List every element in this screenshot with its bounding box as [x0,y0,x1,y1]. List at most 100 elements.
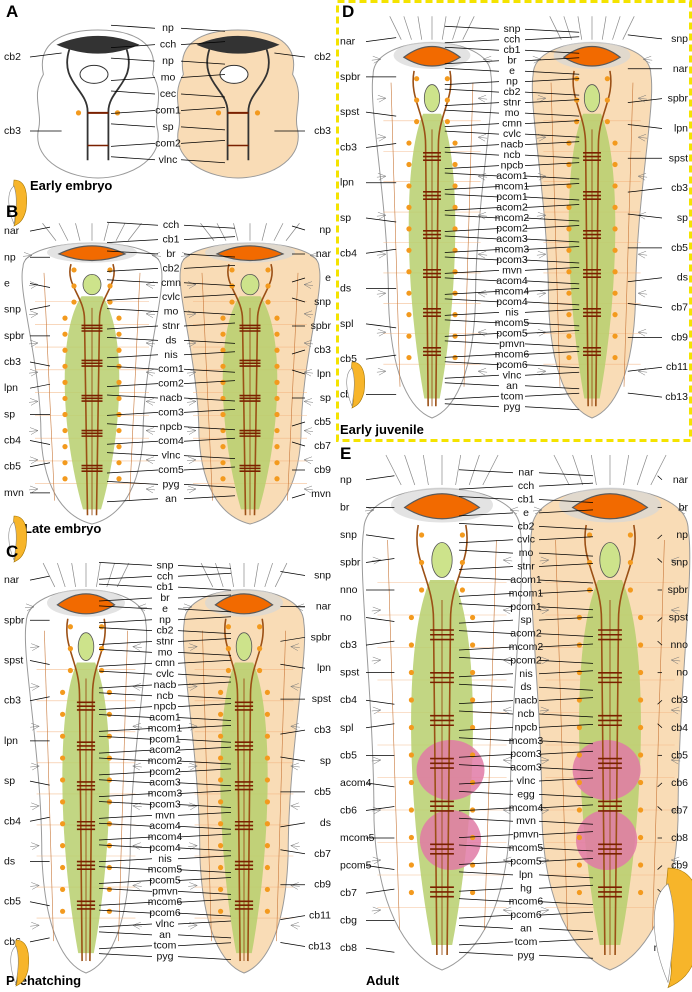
label: cb6 [671,777,688,789]
cell-cluster [452,226,458,232]
leader [444,109,500,114]
chaetae [188,643,198,651]
leader [444,256,500,261]
chaetae [290,723,300,731]
label: e [4,277,10,289]
chaetae [509,506,520,515]
leader [177,833,232,838]
label: cb7 [314,848,331,860]
leader [365,534,395,540]
chaetae [503,606,513,615]
ventral-nerve-cord [224,618,241,962]
cell-cluster [604,97,610,103]
chaetae [28,368,39,377]
cell-cluster [406,312,412,318]
leader [538,874,594,879]
label: cb11 [666,361,688,373]
leader [365,217,397,223]
label: pcom6 [496,359,528,371]
leader [458,603,514,608]
cirrus [455,454,462,486]
leader [458,925,514,929]
specimen-d-dorsal [531,16,653,419]
label: np [319,224,331,236]
neuropil [402,46,462,67]
cell-cluster [612,140,618,146]
leader [29,780,50,786]
label: pyg [518,949,535,961]
label: spst [4,655,23,667]
leader [524,385,580,390]
cell-cluster [444,76,450,82]
chaetae [188,922,198,930]
label: pmvn [152,885,178,897]
leader [29,305,51,311]
cirrus [264,562,273,588]
leader [657,534,663,540]
cirrus [572,454,584,486]
leader [98,714,153,718]
label: acom1 [496,170,528,182]
leader [177,673,232,678]
chaetae [671,706,681,715]
leader [291,441,306,447]
leader [365,558,395,563]
leader [444,235,500,240]
leader [183,293,236,298]
leader [29,383,51,389]
label: cch [157,570,174,582]
label: npcb [154,701,177,713]
leader [98,597,153,602]
cell-cluster [414,76,420,82]
label: pcom5 [149,875,181,887]
label: pyg [504,401,521,413]
leader [538,525,594,530]
leader [444,46,500,51]
cell-cluster [566,204,572,210]
leader [291,493,306,499]
leader [177,608,232,613]
cell-cluster [452,140,458,146]
leader [657,558,663,563]
leader [538,911,594,916]
leader [524,154,580,159]
leader [524,288,580,292]
leader [177,681,232,686]
leader [98,779,153,784]
cell-cluster [274,444,280,450]
chaetae [30,643,40,651]
mouth-opening [79,64,109,84]
cell-cluster [99,646,105,652]
leader [291,225,306,231]
label: npcb [160,421,183,433]
lateral-nerve [201,272,213,501]
lateral-nerve [202,630,212,942]
leader [280,822,306,828]
leader [98,822,153,827]
cell-cluster [419,532,425,538]
cell-cluster [116,331,122,337]
label: snp [671,33,688,45]
leader [180,159,226,164]
leader [524,28,580,33]
cell-cluster [444,97,450,103]
leader [458,753,514,758]
leader [98,692,153,697]
label: lpn [4,735,18,747]
mouth-opening [583,84,601,113]
leader [98,575,153,580]
cirrus [441,16,447,40]
label: mcom4 [495,285,530,297]
label: pcom2 [149,766,181,778]
cirrus [103,223,109,241]
cell-cluster [638,752,644,758]
label: sp [520,614,531,626]
cirrus [254,563,259,587]
label: cb4 [4,815,21,827]
leader [177,725,232,729]
label: cb2 [163,262,180,274]
neuropil [403,493,481,520]
label: cvlc [503,128,521,140]
cell-cluster [218,799,224,805]
leader [29,283,51,288]
